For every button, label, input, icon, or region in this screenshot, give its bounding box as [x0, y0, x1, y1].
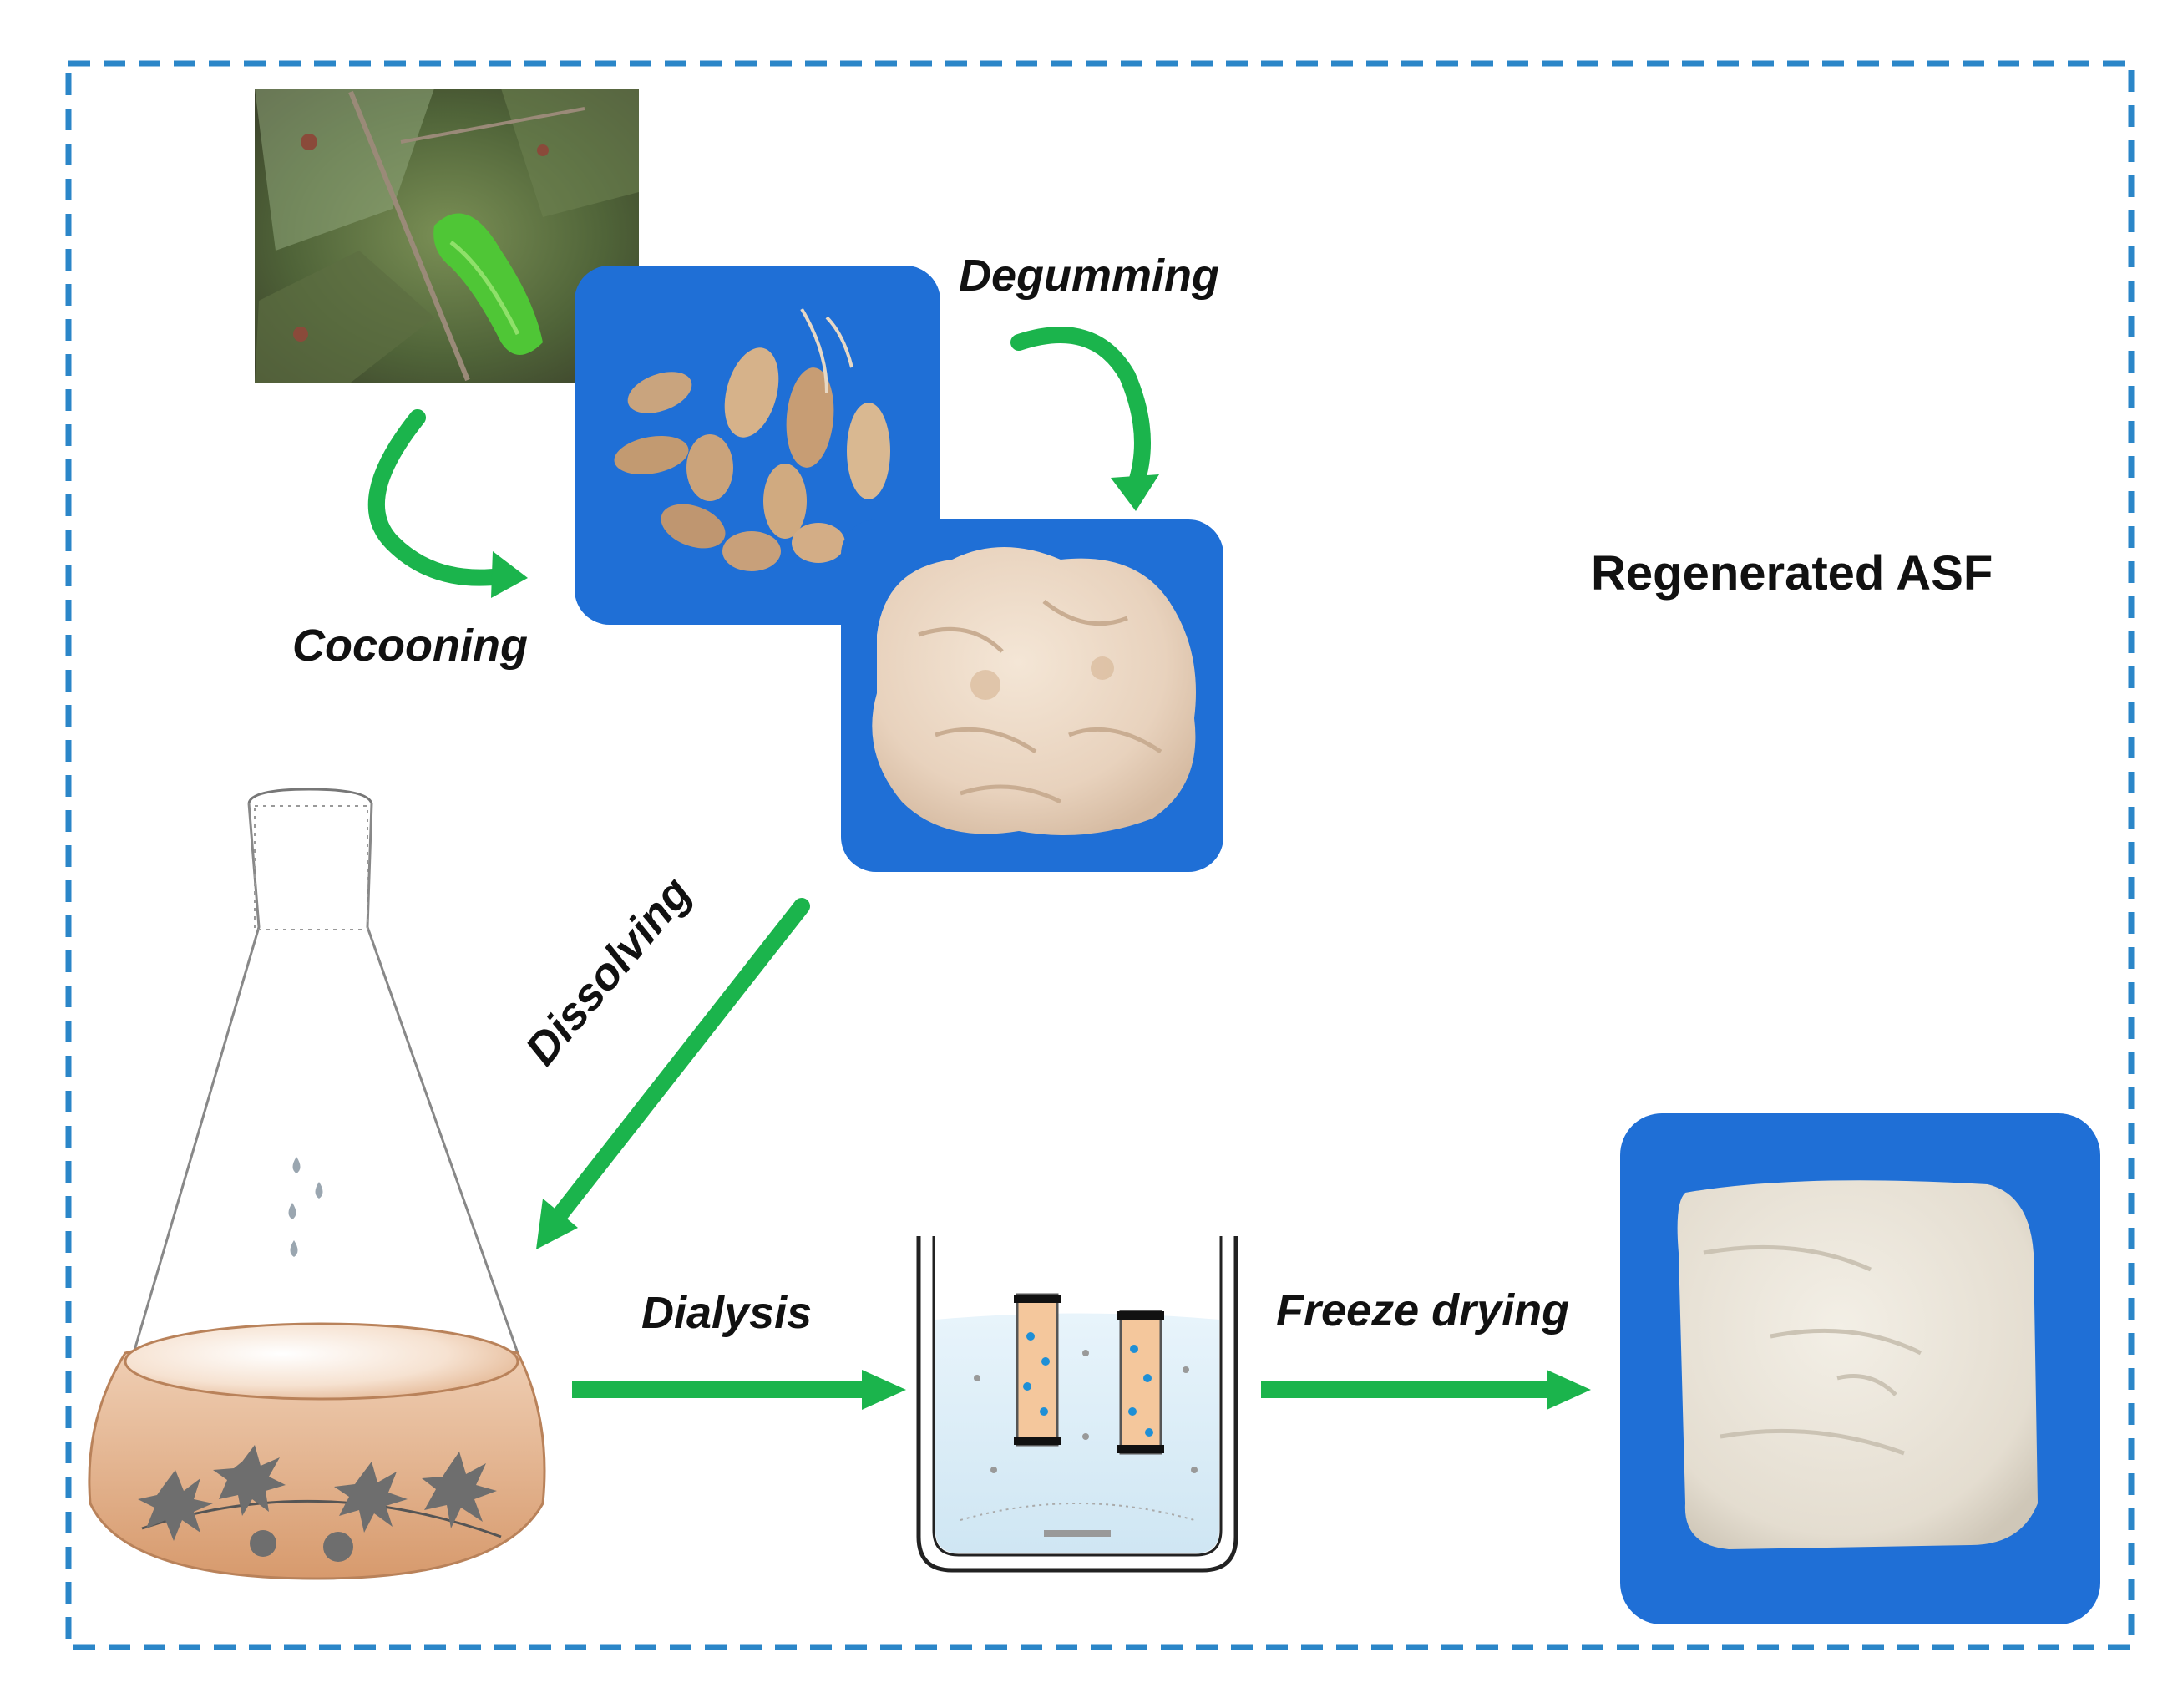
degummed-fiber-photo [841, 519, 1223, 872]
sponge-photo [1620, 1113, 2100, 1624]
dissolving-arrow [536, 898, 810, 1249]
erlenmeyer-flask-icon [88, 788, 546, 1580]
cocooning-label: Cocooning [292, 621, 528, 671]
freeze-drying-label: Freeze drying [1276, 1285, 1570, 1335]
dialysis-arrow [572, 1370, 906, 1410]
dialysis-beaker-icon [916, 1236, 1238, 1573]
cocooning-arrow [367, 409, 528, 598]
freeze-drying-arrow [1261, 1370, 1591, 1410]
dashed-border [65, 60, 2135, 1650]
degumming-label: Degumming [959, 251, 1220, 301]
degumming-arrow [1010, 327, 1159, 511]
regenerated-asf-label: Regenerated ASF [1591, 546, 1993, 601]
dialysis-label: Dialysis [641, 1288, 813, 1338]
